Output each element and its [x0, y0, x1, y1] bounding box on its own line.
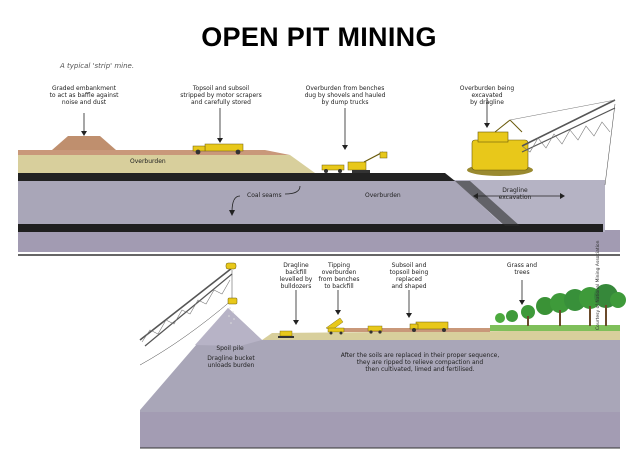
label-overburden-upper: Overburden	[130, 158, 166, 165]
label-overburden-lower: Overburden	[365, 192, 401, 199]
scraper-bottom-icon	[409, 321, 449, 332]
bottom-base	[140, 412, 620, 448]
coal-seam-top	[18, 173, 455, 181]
grader-icon	[367, 325, 383, 334]
dragline-coal-edge	[455, 181, 520, 226]
label-dragline-backfill: Dragline backfill levelled by bulldozers	[279, 262, 313, 290]
restored-overburden	[262, 330, 620, 340]
restored-topsoil	[330, 328, 490, 332]
overburden-tan-layer	[18, 155, 315, 173]
graded-embankment	[52, 136, 116, 150]
label-embankment: Graded embankment to act as baffle again…	[49, 85, 119, 106]
spoil-pile	[195, 308, 262, 346]
motor-scraper-icon	[192, 143, 244, 155]
label-subsoil: Subsoil and topsoil being replaced and s…	[389, 262, 429, 290]
label-after-soils: After the soils are replaced in their pr…	[340, 352, 500, 373]
excavated-pit-floor	[455, 180, 605, 232]
bedrock-base	[18, 230, 620, 252]
label-tipping: Tipping overburden from benches to backf…	[318, 262, 360, 290]
shovel-and-dump-truck-icon	[321, 151, 388, 173]
label-dragline-bucket: Dragline bucket unloads burden	[207, 355, 255, 369]
page-title: OPEN PIT MINING	[201, 22, 437, 52]
label-topsoil: Topsoil and subsoil stripped by motor sc…	[180, 85, 262, 106]
dragline-top-icon	[467, 99, 616, 186]
label-dragline-excavation: Dragline excavation	[498, 187, 532, 201]
label-dragline-excavated: Overburden being excavated by dragline	[459, 85, 515, 106]
label-coal-seams: Coal seams	[247, 192, 282, 199]
dragline-bottom-icon	[139, 262, 238, 366]
label-spoil-pile: Spoil pile	[216, 345, 244, 352]
label-grass-trees: Grass and trees	[506, 262, 538, 276]
trees-icon	[495, 284, 626, 326]
tipping-truck-icon	[325, 317, 345, 335]
coal-seam-bottom	[18, 224, 603, 232]
diagram-subtitle: A typical 'strip' mine.	[60, 62, 135, 70]
overburden-gray-layer	[18, 180, 510, 232]
bulldozer-icon	[278, 330, 294, 338]
credit-text: Courtesy of National Mining Association	[596, 240, 601, 330]
grass-strip	[490, 325, 620, 331]
label-benches: Overburden from benches dug by shovels a…	[304, 85, 386, 106]
